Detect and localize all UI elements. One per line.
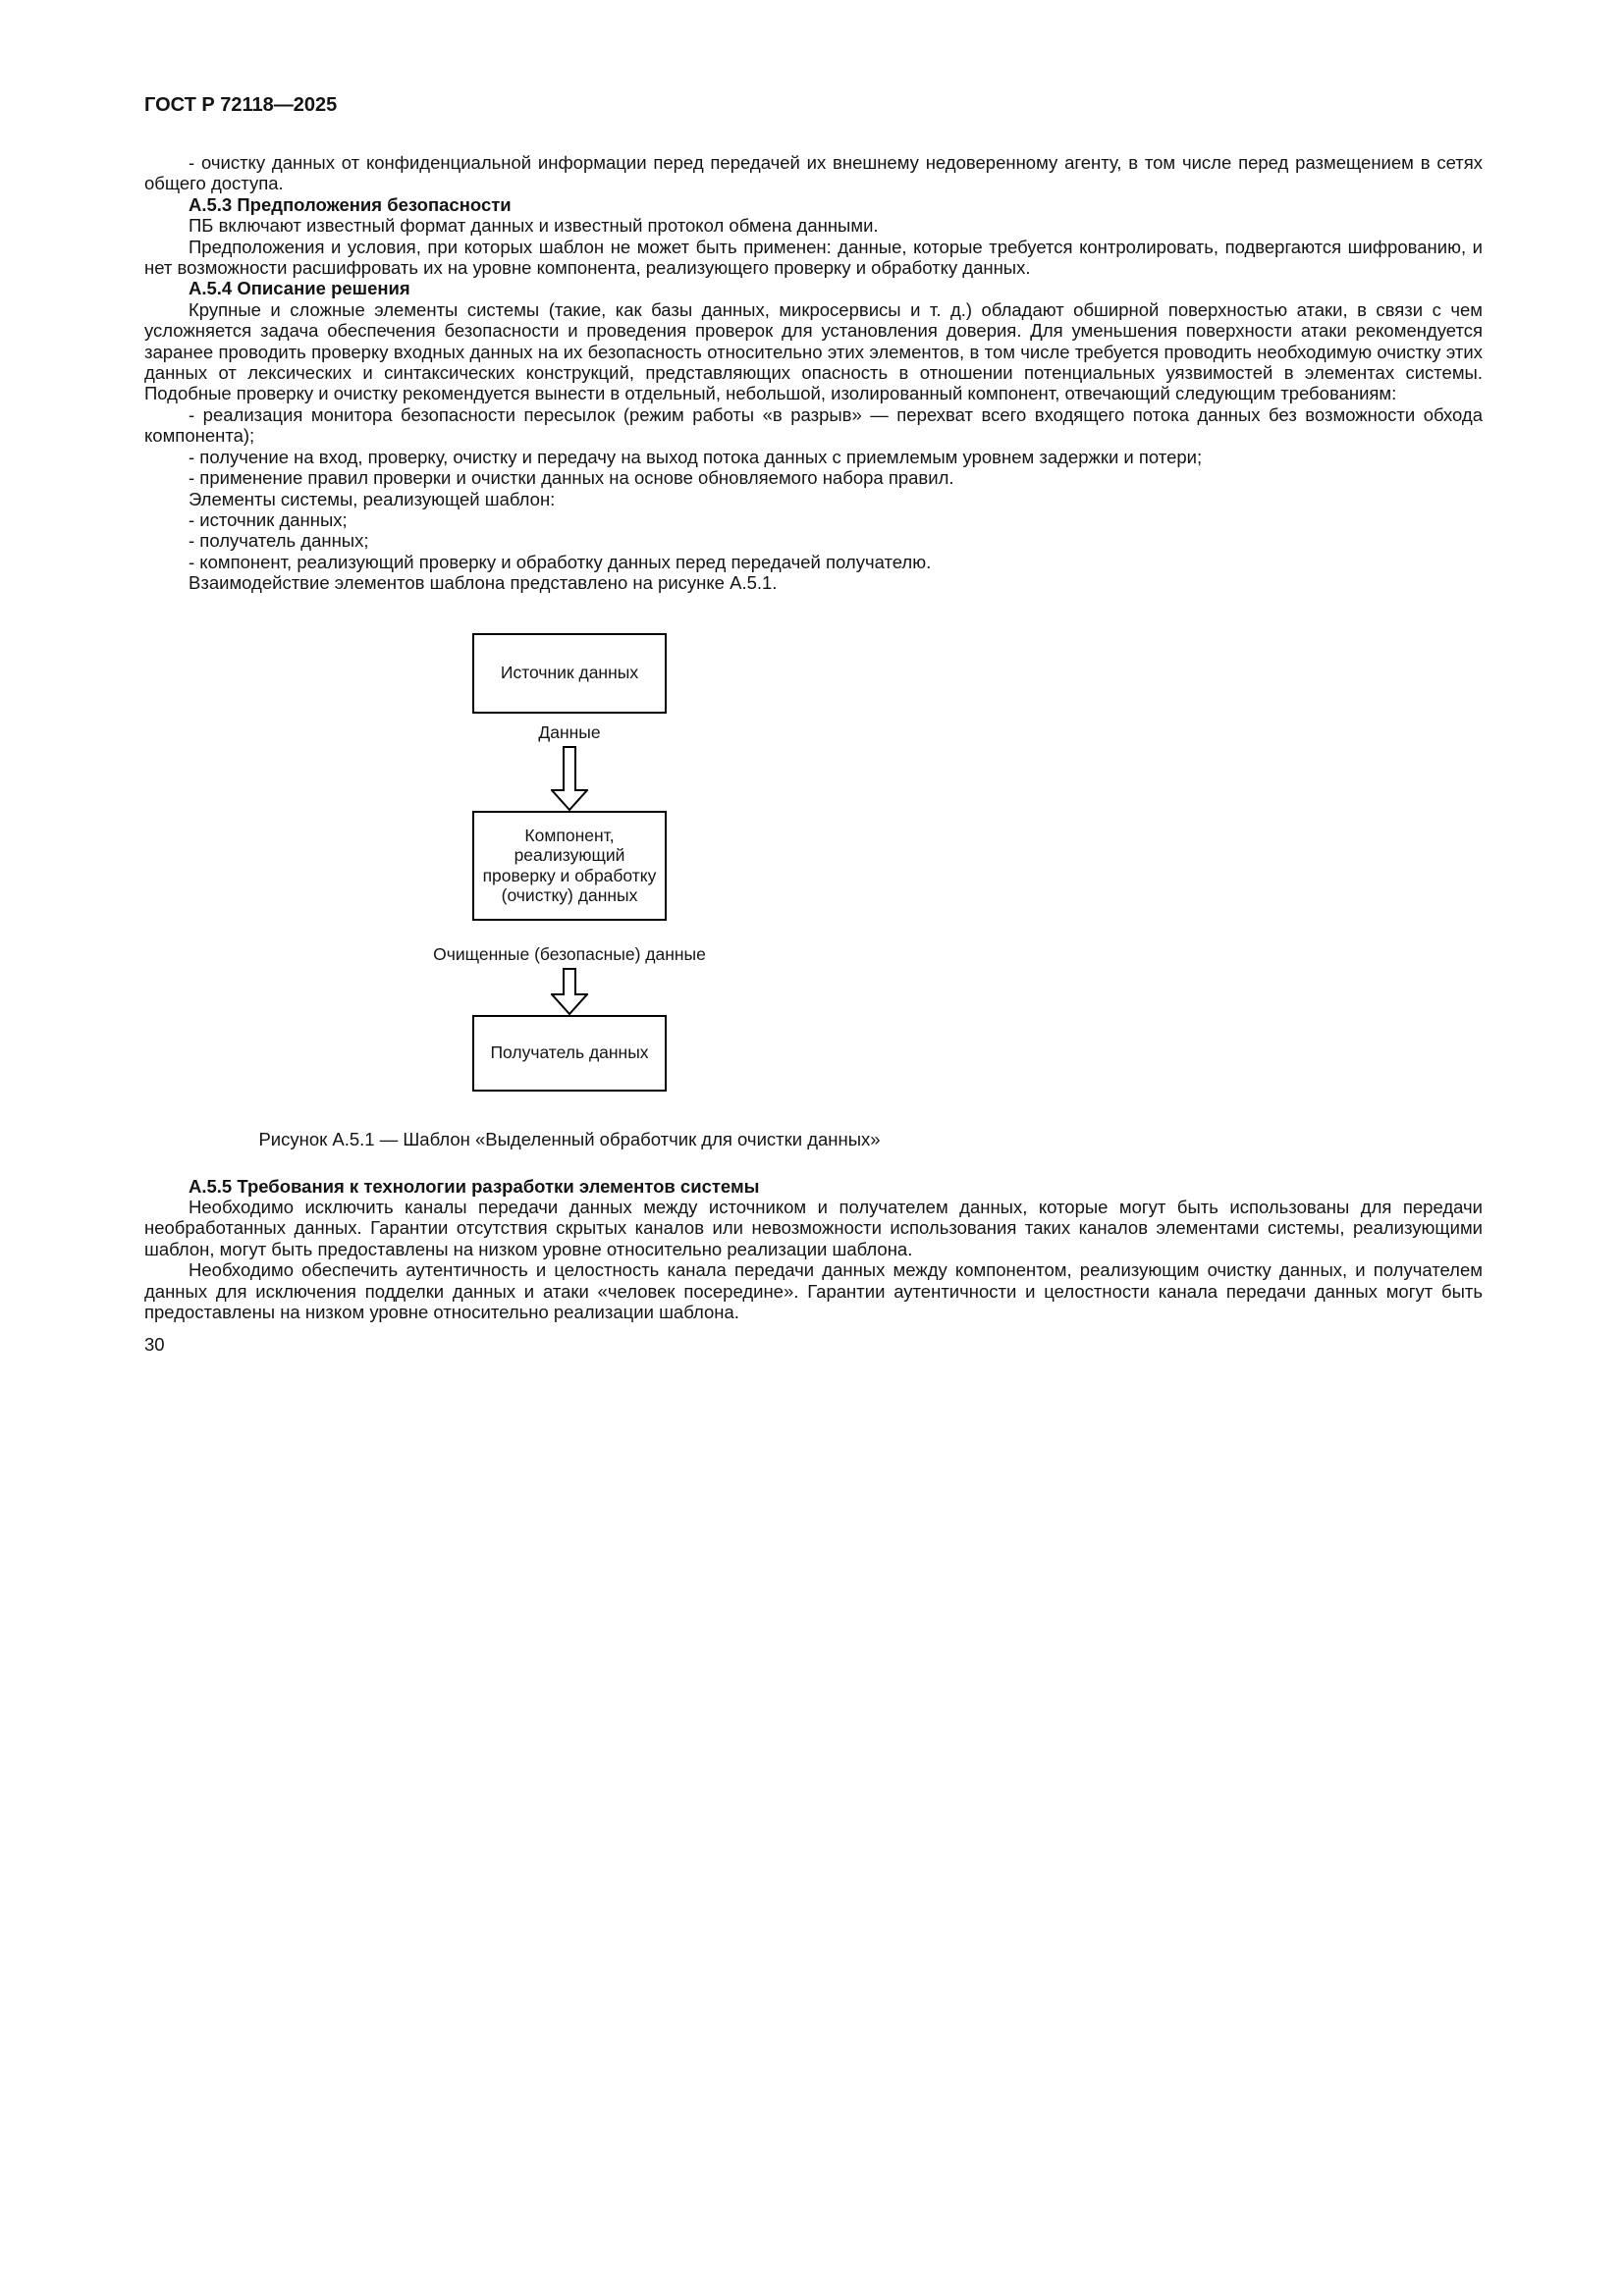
paragraph: Элементы системы, реализующей шаблон: [189, 488, 556, 509]
figure-label-data: Данные [538, 721, 601, 742]
paragraph: Необходимо обеспечить аутентичность и це… [144, 1259, 1483, 1322]
section-heading: А.5.3 Предположения безопасности [189, 193, 512, 215]
section-heading: А.5.4 Описание решения [189, 278, 410, 299]
page-number: 30 [144, 1334, 165, 1356]
figure-a51: Источник данных Данные Компонент, реализ… [144, 632, 995, 1150]
paragraph: - компонент, реализующий проверку и обра… [189, 551, 932, 572]
document-header: ГОСТ Р 72118—2025 [144, 94, 338, 116]
body-text-top: - очистку данных от конфиденциальной инф… [144, 152, 1483, 594]
paragraph: Предположения и условия, при которых шаб… [144, 236, 1483, 279]
paragraph: - реализация монитора безопасности перес… [144, 403, 1483, 447]
figure-box-data-source: Источник данных [472, 632, 667, 714]
paragraph: - применение правил проверки и очистки д… [189, 467, 954, 489]
paragraph: ПБ включают известный формат данных и из… [189, 215, 879, 237]
section-heading: А.5.5 Требования к технологии разработки… [189, 1175, 760, 1197]
paragraph: - получатель данных; [189, 530, 369, 552]
paragraph: - источник данных; [189, 508, 348, 530]
figure-caption: Рисунок А.5.1 — Шаблон «Выделенный обраб… [258, 1128, 881, 1149]
paragraph: Необходимо исключить каналы передачи дан… [144, 1196, 1483, 1259]
paragraph: - очистку данных от конфиденциальной инф… [144, 152, 1483, 194]
paragraph: Крупные и сложные элементы системы (таки… [144, 298, 1483, 404]
figure-box-data-receiver: Получатель данных [472, 1014, 667, 1092]
body-text-bottom: А.5.5 Требования к технологии разработки… [144, 1176, 1483, 1323]
figure-box-processing-component: Компонент, реализующий проверку и обрабо… [472, 810, 667, 921]
figure-label-clean-data: Очищенные (безопасные) данные [433, 943, 706, 964]
paragraph: Взаимодействие элементов шаблона предста… [189, 572, 778, 594]
paragraph: - получение на вход, проверку, очистку и… [189, 446, 1203, 467]
down-arrow-icon [551, 967, 588, 1015]
down-arrow-icon [551, 745, 588, 811]
